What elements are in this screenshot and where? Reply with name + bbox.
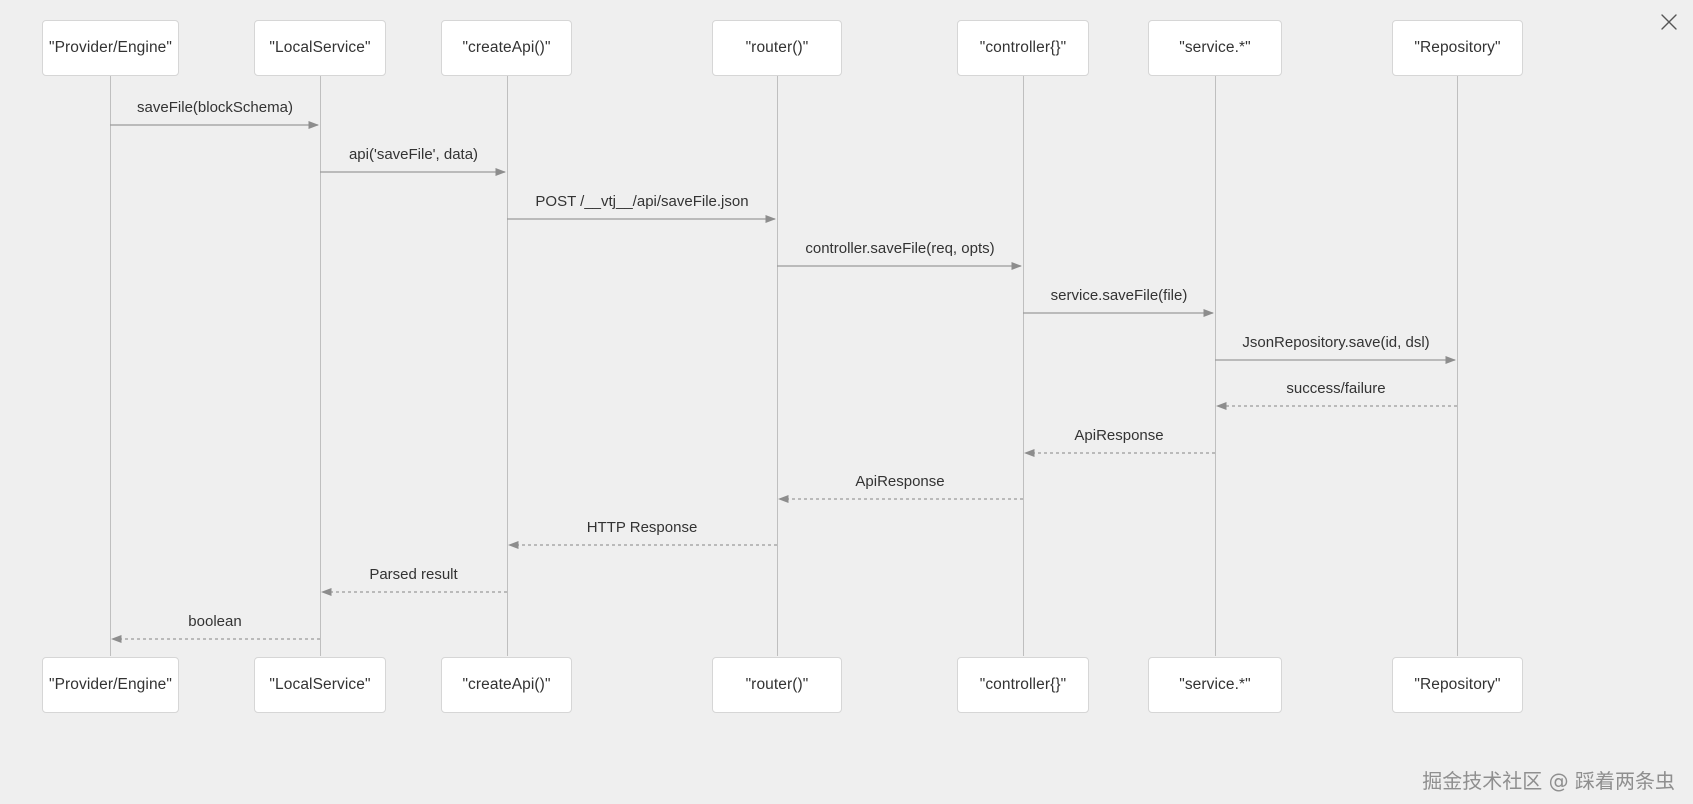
message-label-m3: POST /__vtj__/api/saveFile.json [535, 193, 749, 210]
participant-repository-top[interactable]: "Repository" [1392, 20, 1523, 76]
lifeline-localservice [320, 76, 321, 656]
message-label-m7: success/failure [1286, 380, 1386, 397]
participant-repository-bottom[interactable]: "Repository" [1392, 657, 1523, 713]
message-label-m2: api('saveFile', data) [348, 146, 479, 163]
participant-label: "createApi()" [462, 676, 551, 693]
participant-service-top[interactable]: "service.*" [1148, 20, 1282, 76]
close-icon[interactable] [1657, 10, 1681, 34]
participant-label: "Provider/Engine" [49, 39, 172, 56]
message-label-m4: controller.saveFile(req, opts) [805, 240, 995, 257]
participant-controller-bottom[interactable]: "controller{}" [957, 657, 1089, 713]
lifeline-repository [1457, 76, 1458, 656]
lifeline-provider [110, 76, 111, 656]
participant-label: "controller{}" [979, 39, 1067, 56]
lifeline-controller [1023, 76, 1024, 656]
lifeline-service [1215, 76, 1216, 656]
participant-label: "LocalService" [269, 676, 371, 693]
message-label-m10: HTTP Response [586, 519, 698, 536]
message-label-m12: boolean [188, 613, 242, 630]
watermark-text: 掘金技术社区 @ 踩着两条虫 [1422, 769, 1675, 793]
lifeline-createapi [507, 76, 508, 656]
participant-label: "createApi()" [462, 39, 551, 56]
participant-createapi-top[interactable]: "createApi()" [441, 20, 572, 76]
participant-localservice-top[interactable]: "LocalService" [254, 20, 386, 76]
participant-provider-bottom[interactable]: "Provider/Engine" [42, 657, 179, 713]
participant-provider-top[interactable]: "Provider/Engine" [42, 20, 179, 76]
message-label-m5: service.saveFile(file) [1050, 287, 1188, 304]
participant-label: "service.*" [1179, 39, 1251, 56]
participant-controller-top[interactable]: "controller{}" [957, 20, 1089, 76]
participant-label: "service.*" [1179, 676, 1251, 693]
participant-router-top[interactable]: "router()" [712, 20, 842, 76]
message-label-m1: saveFile(blockSchema) [137, 99, 293, 116]
message-label-m9: ApiResponse [855, 473, 945, 490]
participant-service-bottom[interactable]: "service.*" [1148, 657, 1282, 713]
message-label-m8: ApiResponse [1074, 427, 1164, 444]
participant-label: "controller{}" [979, 676, 1067, 693]
participant-label: "LocalService" [269, 39, 371, 56]
participant-localservice-bottom[interactable]: "LocalService" [254, 657, 386, 713]
participant-label: "Repository" [1414, 676, 1501, 693]
participant-createapi-bottom[interactable]: "createApi()" [441, 657, 572, 713]
message-label-m11: Parsed result [369, 566, 458, 583]
participant-label: "router()" [745, 676, 809, 693]
participant-router-bottom[interactable]: "router()" [712, 657, 842, 713]
participant-label: "Provider/Engine" [49, 676, 172, 693]
lifeline-router [777, 76, 778, 656]
participant-label: "router()" [745, 39, 809, 56]
message-label-m6: JsonRepository.save(id, dsl) [1242, 334, 1430, 351]
participant-label: "Repository" [1414, 39, 1501, 56]
